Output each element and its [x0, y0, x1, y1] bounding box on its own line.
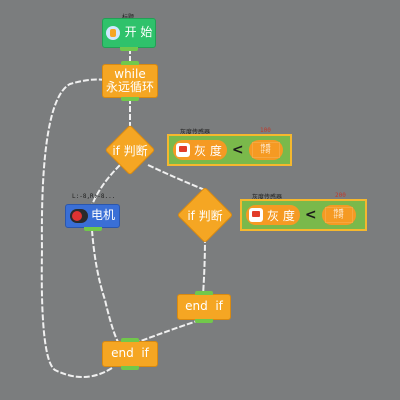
if1-threshold-caption: 100 [260, 127, 271, 134]
if-block-2[interactable]: if 判断 [170, 186, 240, 244]
if2-value-input[interactable]: 传感 计时 [320, 204, 357, 226]
wire-if1-motor [91, 164, 121, 206]
if-block-1-label: if 判断 [112, 143, 148, 158]
while-description: 永远循环 [105, 80, 154, 94]
motor-bottom-connector[interactable] [83, 227, 102, 231]
if1-sensor-label: 灰 度 [194, 143, 222, 158]
wire-motor-endif [91, 229, 119, 343]
end-if-inner-top-connector[interactable] [195, 291, 213, 295]
while-keyword: while [114, 66, 146, 81]
if-block-1[interactable]: if 判断 [96, 124, 164, 176]
wire-loop-back [40, 78, 113, 378]
while-loop-block[interactable]: while 永远循环 [102, 61, 158, 101]
if1-value-top: 传感 [260, 144, 271, 150]
if1-value-input[interactable]: 传感 计时 [247, 139, 284, 161]
if-block-2-label: if 判断 [187, 208, 223, 223]
if1-value-bottom: 计时 [260, 149, 271, 155]
end-if-outer-label: end if [111, 346, 149, 361]
grayscale-sensor-icon [176, 143, 190, 157]
start-block[interactable]: 开 始 [102, 18, 156, 51]
end-if-inner-label: end if [185, 299, 223, 314]
if2-sensor-pill[interactable]: 灰 度 [245, 204, 301, 226]
wire-if2-endif-inner [202, 236, 206, 296]
if2-threshold-caption: 200 [335, 192, 346, 199]
end-if-outer-top-connector[interactable] [121, 338, 139, 342]
motor-icon [69, 209, 88, 223]
if1-sensor-caption: 灰度传感器 [180, 129, 211, 136]
start-bottom-connector[interactable] [120, 47, 138, 51]
if1-sensor-pill[interactable]: 灰 度 [172, 139, 228, 161]
if2-operator[interactable]: < [304, 207, 317, 223]
motor-caption: L:-8,R:-8... [72, 193, 116, 200]
wire-if1-if2 [147, 164, 206, 191]
while-bottom-connector[interactable] [121, 97, 139, 101]
if1-condition[interactable]: 灰 度 < 传感 计时 [167, 134, 292, 166]
end-if-outer-bottom-connector[interactable] [121, 366, 139, 370]
if2-condition[interactable]: 灰 度 < 传感 计时 [240, 199, 367, 231]
if2-value-top: 传感 [333, 209, 344, 215]
wire-endif-inner-outer [137, 319, 201, 343]
motor-block[interactable]: 电机 [65, 204, 120, 231]
if2-sensor-label: 灰 度 [267, 208, 295, 223]
start-icon [105, 26, 120, 40]
motor-label: 电机 [90, 208, 115, 223]
end-if-block-inner[interactable]: end if [177, 291, 231, 323]
end-if-block-outer[interactable]: end if [102, 338, 158, 370]
if2-sensor-caption: 灰度传感器 [252, 194, 283, 201]
if2-value-bottom: 计时 [333, 214, 344, 220]
end-if-inner-bottom-connector[interactable] [195, 319, 213, 323]
while-top-connector[interactable] [121, 61, 139, 65]
grayscale-sensor-icon [249, 208, 263, 222]
start-caption: 标题 [122, 12, 134, 21]
if1-operator[interactable]: < [231, 142, 244, 158]
start-label: 开 始 [124, 25, 153, 40]
